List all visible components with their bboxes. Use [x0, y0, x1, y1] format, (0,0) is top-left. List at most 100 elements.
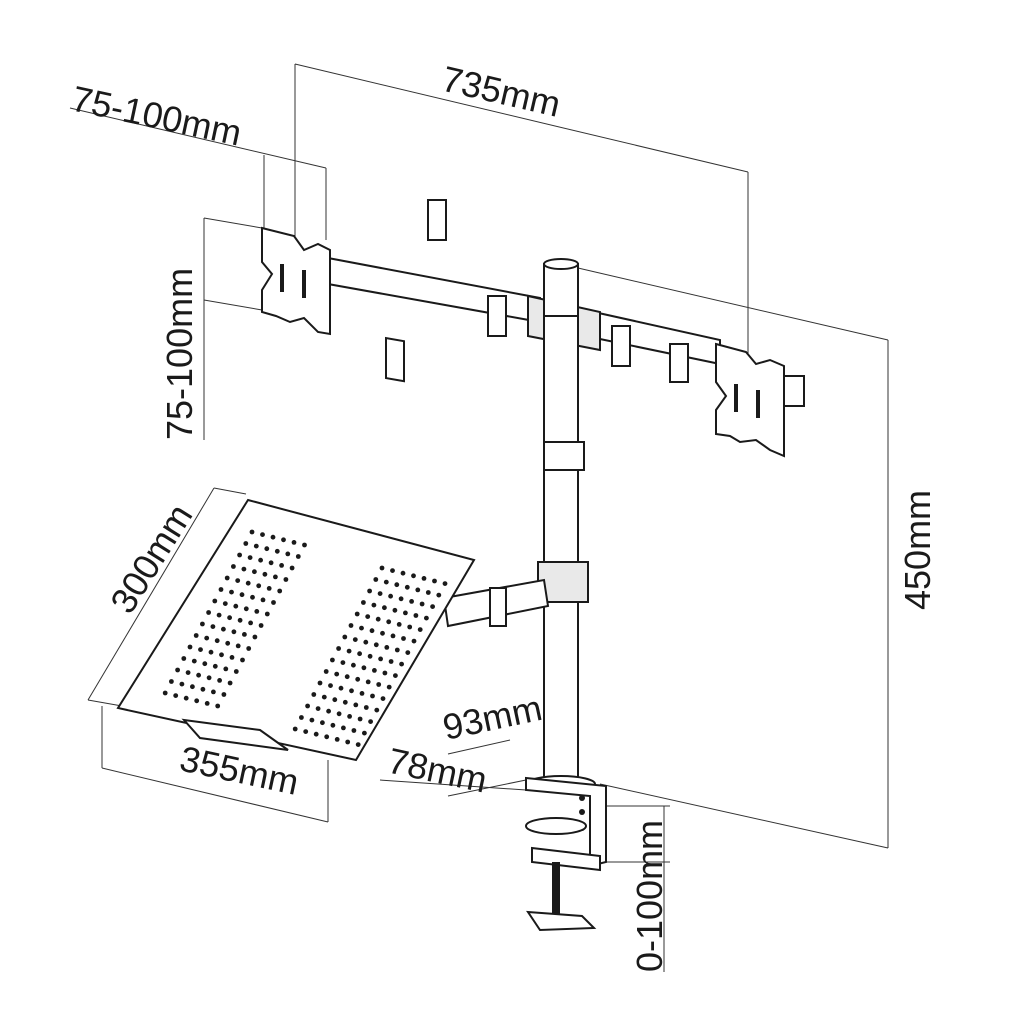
- vent-hole: [328, 683, 333, 688]
- vent-hole: [271, 600, 276, 605]
- vent-hole: [374, 707, 380, 713]
- vent-hole: [363, 705, 369, 710]
- vent-hole: [324, 734, 330, 740]
- vent-hole: [289, 565, 295, 571]
- vent-hole: [260, 597, 266, 603]
- vent-hole: [222, 601, 228, 606]
- vent-hole: [208, 649, 214, 655]
- vent-hole: [349, 688, 354, 694]
- vent-hole: [233, 669, 239, 674]
- vent-hole: [281, 537, 286, 543]
- vent-hole: [243, 606, 249, 612]
- vent-hole: [436, 592, 442, 598]
- desk-clamp: [525, 775, 607, 932]
- vent-hole: [340, 660, 346, 665]
- vent-hole: [421, 576, 427, 581]
- vent-hole: [204, 701, 210, 706]
- vent-hole: [334, 737, 340, 742]
- vent-hole: [279, 563, 284, 568]
- main-pole: [537, 258, 589, 787]
- vent-hole: [351, 728, 357, 733]
- vent-hole: [303, 729, 309, 734]
- label-base-width: 78mm: [384, 740, 490, 801]
- vent-hole: [198, 647, 203, 652]
- vent-hole: [347, 714, 352, 719]
- vent-hole: [377, 591, 383, 596]
- vent-hole: [246, 646, 252, 651]
- vent-hole: [196, 672, 202, 678]
- vent-hole: [181, 656, 187, 661]
- vent-hole: [357, 651, 362, 657]
- vent-hole: [295, 554, 301, 559]
- tray-arm: [442, 578, 550, 628]
- vent-hole: [237, 617, 243, 623]
- vent-hole: [342, 634, 348, 640]
- vent-hole: [212, 663, 218, 669]
- vent-hole: [399, 661, 404, 667]
- vent-hole: [442, 581, 448, 586]
- vent-hole: [407, 624, 413, 630]
- vent-hole: [231, 564, 236, 569]
- dimension-labels: 75-100mm 735mm 75-100mm 450mm 300mm 355m…: [68, 58, 938, 972]
- vent-hole: [317, 680, 323, 686]
- vent-hole: [330, 657, 335, 663]
- vent-hole: [270, 534, 276, 540]
- label-pole-height: 450mm: [897, 490, 938, 610]
- vent-hole: [323, 669, 329, 674]
- vent-hole: [217, 678, 223, 683]
- vent-hole: [235, 643, 241, 649]
- vent-hole: [239, 592, 245, 598]
- vent-hole: [200, 621, 205, 627]
- vent-hole: [353, 702, 359, 708]
- vent-hole: [383, 579, 389, 585]
- vent-hole: [229, 655, 235, 660]
- vent-hole: [212, 598, 218, 604]
- vent-hole: [373, 577, 379, 582]
- vent-hole: [258, 557, 263, 563]
- vent-hole: [206, 610, 212, 615]
- vent-hole: [193, 633, 199, 638]
- vent-hole: [336, 711, 342, 717]
- vent-hole: [370, 693, 375, 699]
- vent-hole: [224, 575, 230, 581]
- vent-hole: [363, 639, 369, 645]
- vent-hole: [247, 555, 253, 560]
- vent-hole: [277, 588, 283, 594]
- vent-hole: [345, 739, 351, 745]
- vent-hole: [411, 638, 417, 644]
- vent-hole: [373, 642, 379, 648]
- vent-hole: [311, 692, 317, 697]
- vent-hole: [235, 578, 241, 583]
- vent-hole: [413, 613, 419, 618]
- vent-hole: [425, 590, 431, 595]
- vent-hole: [367, 653, 373, 659]
- vent-hole: [264, 546, 270, 552]
- vent-hole: [299, 715, 304, 720]
- vent-hole: [187, 644, 193, 650]
- vent-hole: [368, 719, 373, 724]
- vent-hole: [354, 611, 360, 617]
- vent-hole: [229, 589, 234, 595]
- vent-hole: [194, 698, 200, 704]
- vent-hole: [400, 570, 406, 576]
- vent-hole: [260, 532, 265, 537]
- vent-hole: [424, 615, 429, 621]
- vent-hole: [359, 625, 364, 631]
- vent-hole: [305, 703, 310, 709]
- vent-hole: [292, 726, 298, 732]
- vent-hole: [367, 588, 372, 594]
- vent-hole: [162, 690, 168, 696]
- vent-hole: [419, 601, 425, 607]
- vent-hole: [355, 742, 361, 747]
- right-vesa-plate: [715, 342, 805, 458]
- vent-hole: [206, 675, 212, 681]
- vent-hole: [240, 657, 245, 663]
- vent-hole: [398, 596, 404, 602]
- vent-hole: [405, 650, 411, 655]
- vent-hole: [369, 628, 375, 634]
- vent-hole: [233, 603, 239, 609]
- vent-hole: [334, 671, 340, 677]
- vent-hole: [380, 630, 385, 636]
